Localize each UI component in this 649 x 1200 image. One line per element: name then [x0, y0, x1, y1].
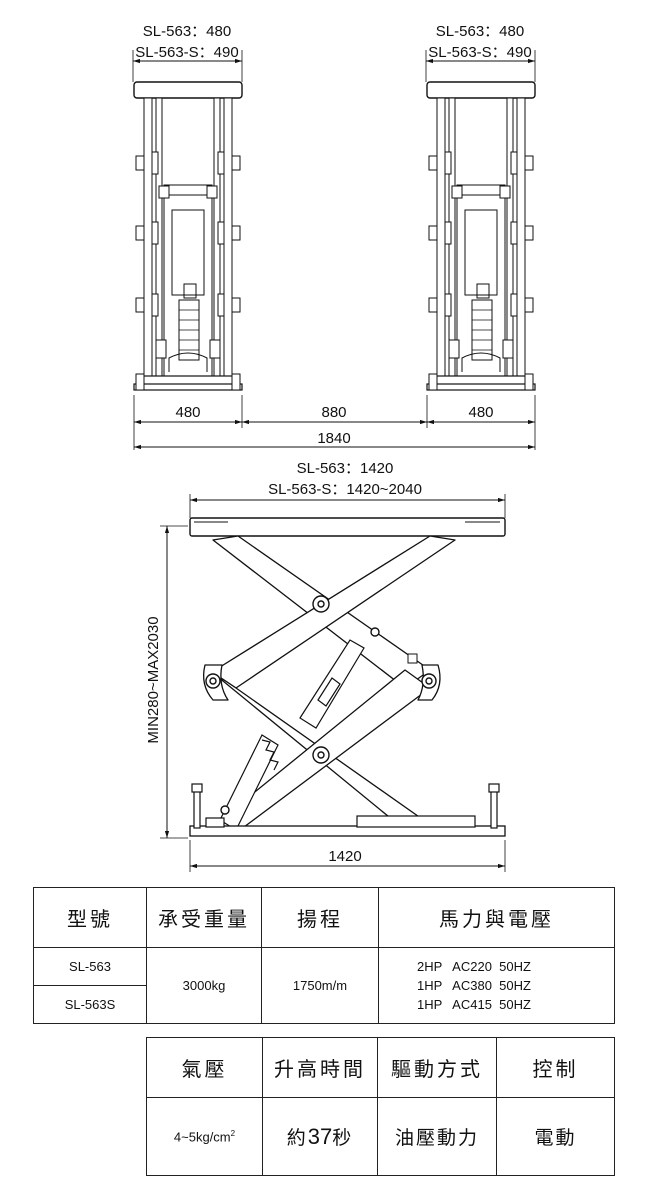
top-left-dim-line2: SL-563-S：490 — [135, 44, 238, 61]
lift-height-cell: 1750m/m — [261, 947, 379, 1024]
air-pressure-exponent: 2 — [230, 1128, 236, 1138]
top-left-dim-line1: SL-563：480 — [143, 23, 231, 40]
header-power-voltage: 馬力與電壓 — [378, 887, 615, 948]
air-pressure-value: 4~5kg/cm — [173, 1129, 231, 1145]
front-view: SL-563：480 SL-563-S：490 SL-563：480 SL-56… — [132, 23, 536, 450]
header-lift-height: 揚程 — [261, 887, 379, 948]
rise-time-prefix: 約 — [286, 1127, 308, 1149]
control-cell: 電動 — [496, 1097, 615, 1176]
capacity-cell: 3000kg — [146, 947, 262, 1024]
rise-time-value: 37 — [307, 1124, 333, 1149]
left-lift-column — [133, 81, 243, 391]
power-line-1: 2HP AC220 50HZ — [417, 959, 531, 974]
header-air-pressure: 氣壓 — [146, 1037, 263, 1098]
side-length-line1: SL-563：1420 — [297, 460, 394, 477]
power-line-2: 1HP AC380 50HZ — [417, 978, 531, 993]
top-right-dim-line1: SL-563：480 — [436, 23, 524, 40]
height-range-label: MIN280~MAX2030 — [145, 616, 162, 743]
power-voltage-cell: 2HP AC220 50HZ 1HP AC380 50HZ 1HP AC415 … — [378, 947, 615, 1024]
technical-drawing: SL-563：480 SL-563-S：490 SL-563：480 SL-56… — [132, 23, 536, 872]
header-model: 型號 — [33, 887, 147, 948]
header-control: 控制 — [496, 1037, 615, 1098]
dim-middle: 880 — [321, 404, 346, 421]
header-rise-time: 升高時間 — [262, 1037, 378, 1098]
header-drive: 驅動方式 — [377, 1037, 497, 1098]
side-length-line2: SL-563-S：1420~2040 — [268, 481, 422, 498]
spec-table-1: 型號 承受重量 揚程 馬力與電壓 SL-563 3000kg 1750m/m 2… — [33, 887, 615, 1024]
dim-right: 480 — [468, 404, 493, 421]
rise-time-suffix: 秒 — [332, 1127, 354, 1149]
model-cell-2: SL-563S — [33, 985, 147, 1024]
top-right-dim-line2: SL-563-S：490 — [428, 44, 531, 61]
model-cell-1: SL-563 — [33, 947, 147, 986]
base-length-label: 1420 — [328, 848, 361, 865]
spec-table-2: 氣壓 升高時間 驅動方式 控制 4~5kg/cm2 約37秒 油壓動力 電動 — [146, 1037, 615, 1176]
drive-cell: 油壓動力 — [377, 1097, 497, 1176]
header-capacity: 承受重量 — [146, 887, 262, 948]
air-pressure-cell: 4~5kg/cm2 — [146, 1097, 263, 1176]
dim-total: 1840 — [317, 430, 350, 447]
power-line-3: 1HP AC415 50HZ — [417, 997, 531, 1012]
side-view: SL-563：1420 SL-563-S：1420~2040 MIN280~MA… — [145, 460, 506, 872]
rise-time-cell: 約37秒 — [262, 1097, 378, 1176]
right-lift-column — [426, 81, 536, 391]
dim-left: 480 — [175, 404, 200, 421]
